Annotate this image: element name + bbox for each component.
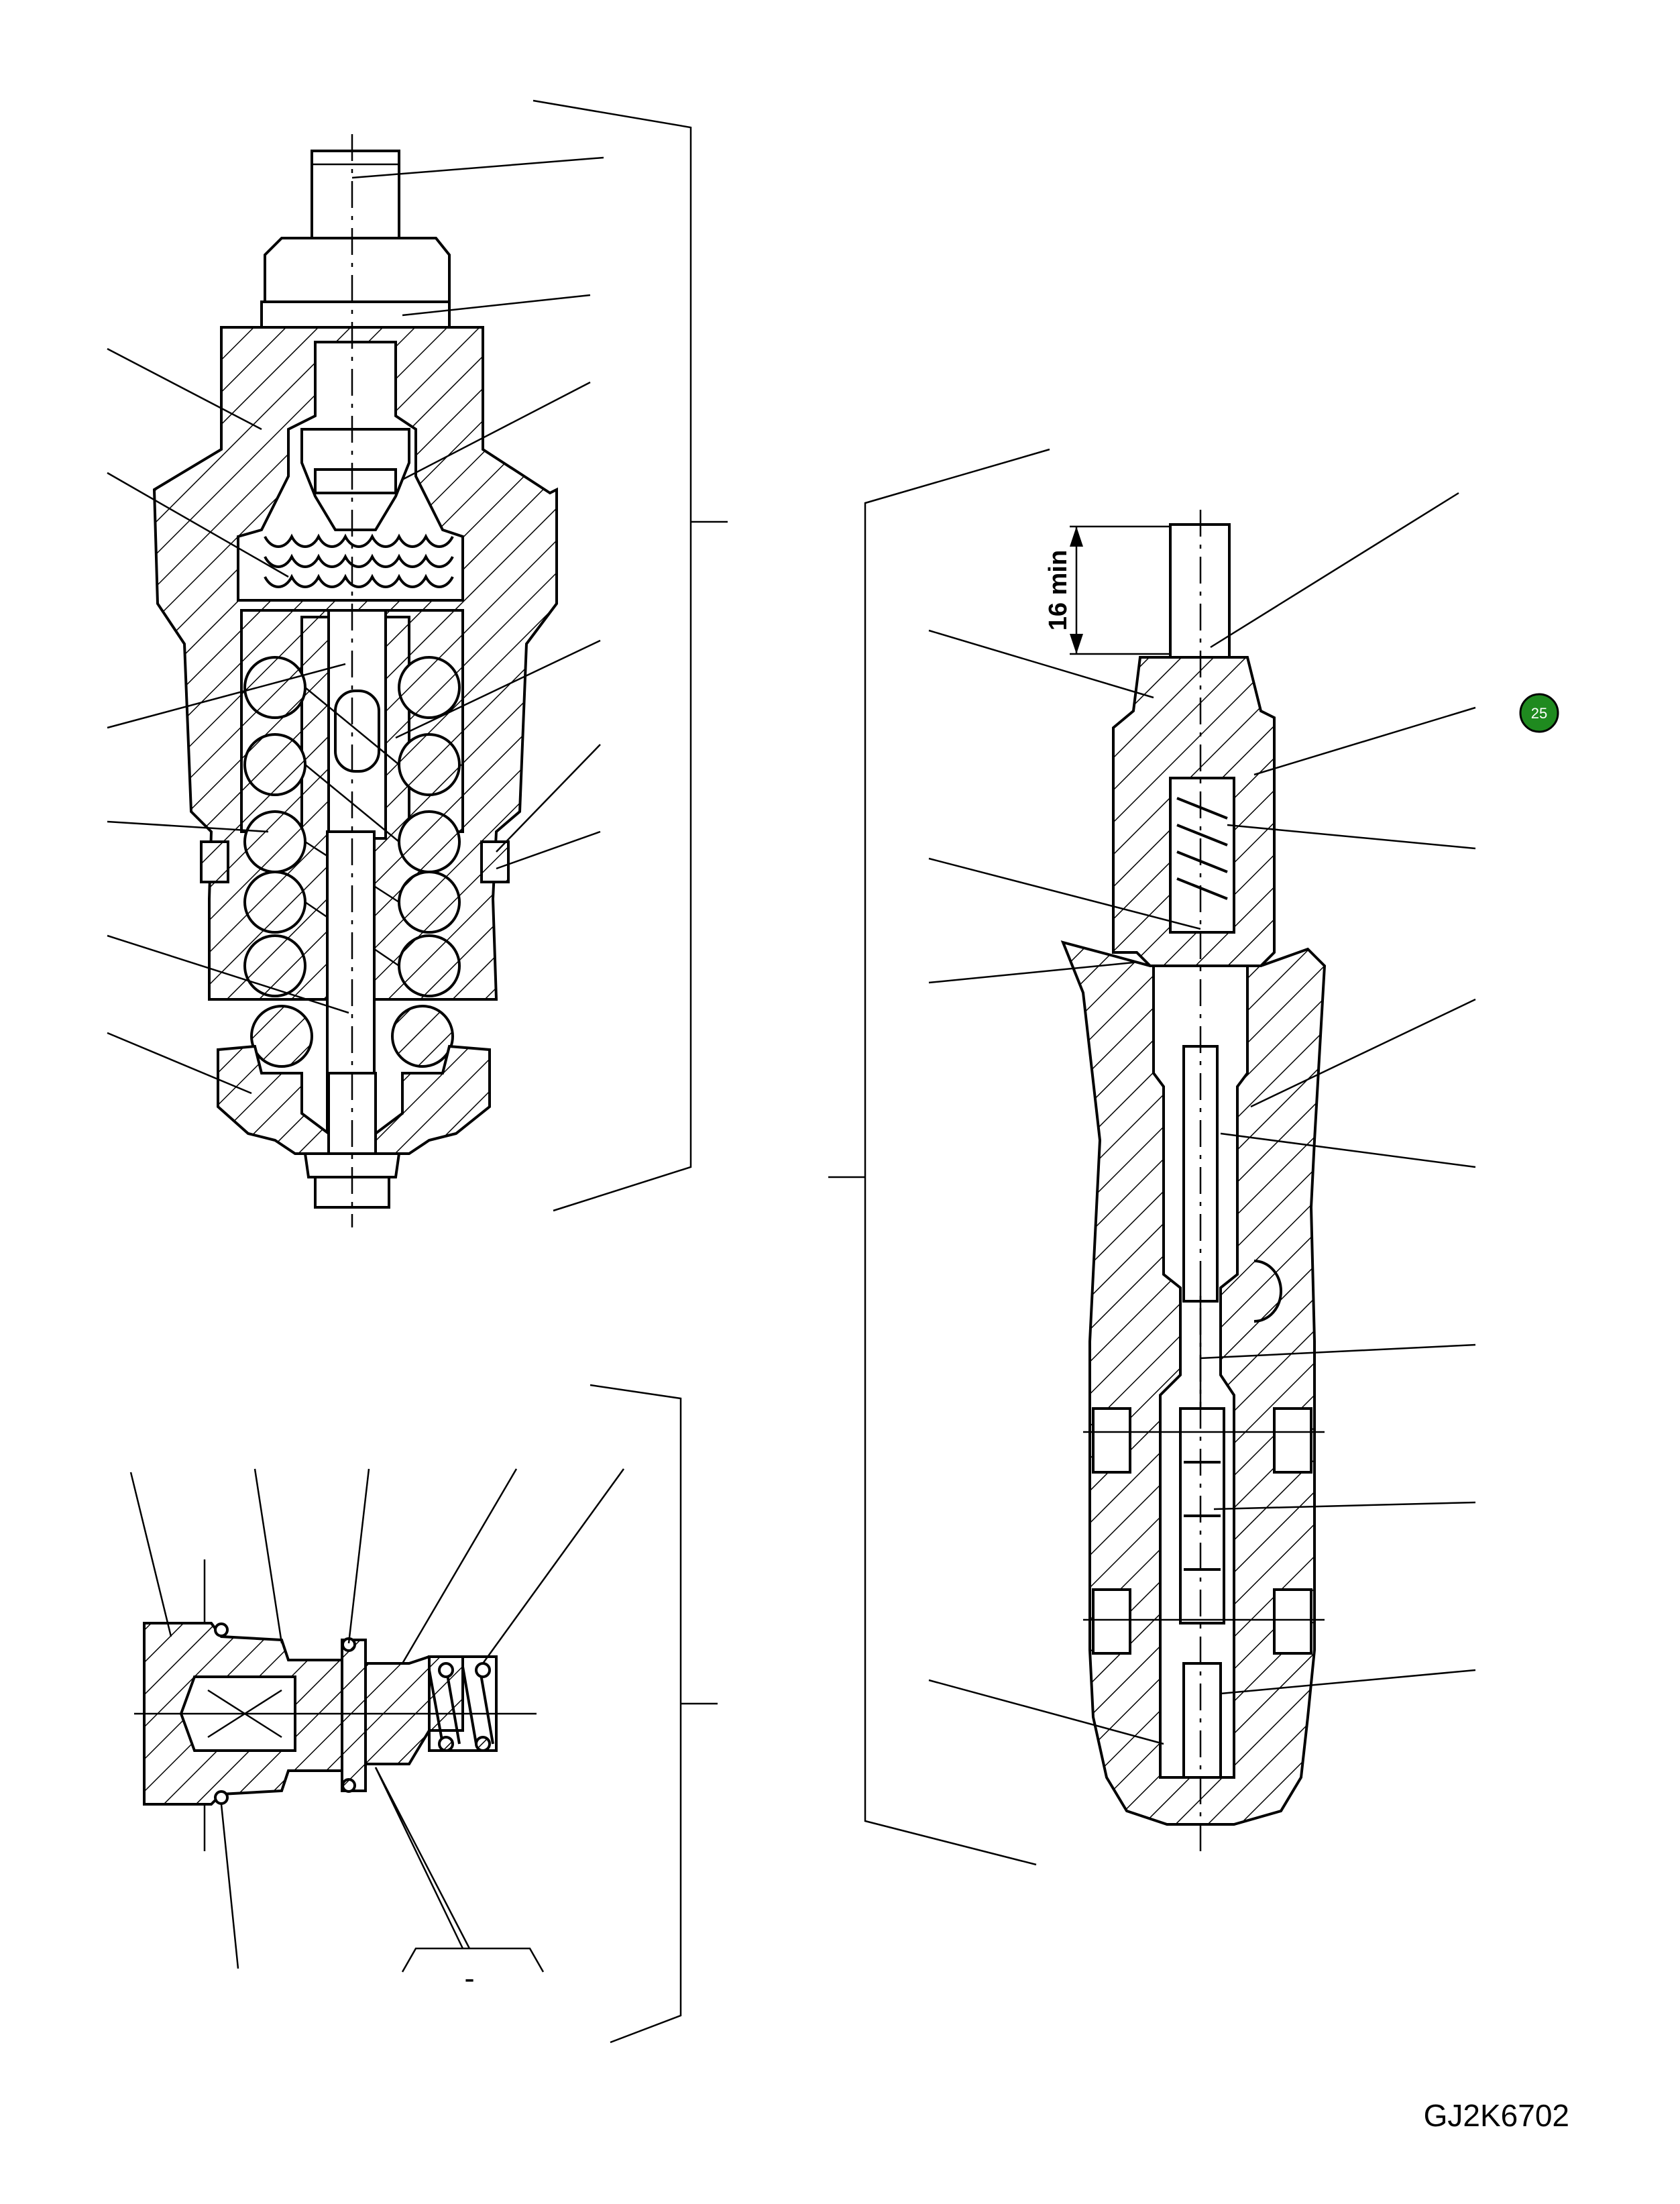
relief-valve-section-top [107, 99, 728, 1227]
pilot-valve-section-right: 16 min [828, 448, 1476, 1866]
callout-badge: 25 [1519, 693, 1559, 733]
check-valve-section-bottom: - [129, 1384, 718, 2044]
callout-number: 25 [1531, 705, 1547, 722]
dash-label: - [464, 1961, 474, 1995]
dimension-label: 16 min [1044, 550, 1072, 630]
drawing-code: GJ2K6702 [1424, 2098, 1569, 2133]
